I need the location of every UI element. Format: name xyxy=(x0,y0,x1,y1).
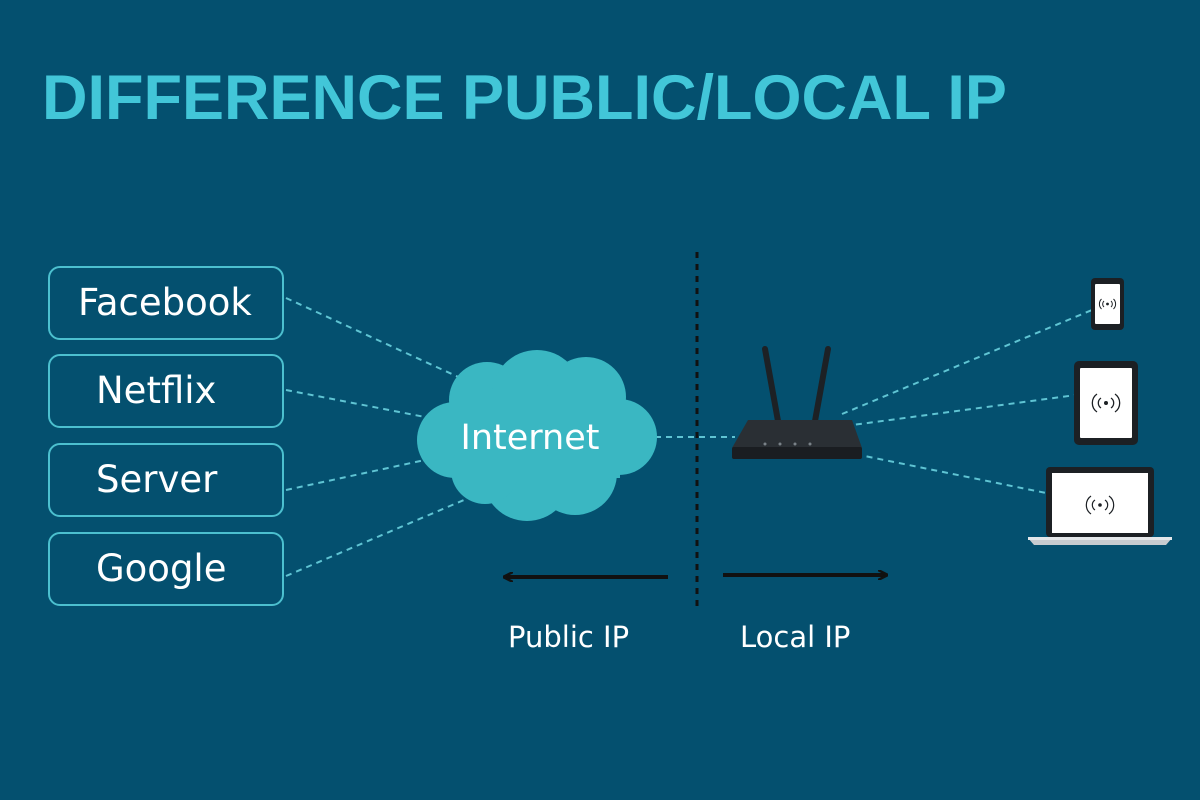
service-connectors xyxy=(285,297,479,577)
connector-phone xyxy=(841,309,1093,415)
service-box-facebook: Facebook xyxy=(48,266,284,340)
laptop-icon xyxy=(1028,467,1172,545)
cloud-icon xyxy=(417,350,657,521)
connector-server xyxy=(285,459,426,491)
page-title: DIFFERENCE PUBLIC/LOCAL IP xyxy=(42,63,1007,133)
internet-label: Internet xyxy=(460,418,600,458)
service-box-server: Server xyxy=(48,443,284,517)
tablet-icon xyxy=(1074,361,1138,445)
connector-tablet xyxy=(844,394,1077,427)
public-ip-label: Public IP xyxy=(508,620,630,654)
wifi-icon xyxy=(1085,495,1115,515)
connector-netflix xyxy=(285,389,426,418)
connector-laptop xyxy=(844,451,1047,494)
router-icon xyxy=(732,346,862,459)
service-box-netflix: Netflix xyxy=(48,354,284,428)
connector-facebook xyxy=(285,297,479,387)
connector-google xyxy=(285,493,479,577)
device-connectors xyxy=(841,309,1093,494)
service-box-google: Google xyxy=(48,532,284,606)
phone-icon xyxy=(1091,278,1124,330)
local-ip-label: Local IP xyxy=(740,620,851,654)
wifi-icon xyxy=(1098,298,1117,310)
wifi-icon xyxy=(1091,393,1121,413)
